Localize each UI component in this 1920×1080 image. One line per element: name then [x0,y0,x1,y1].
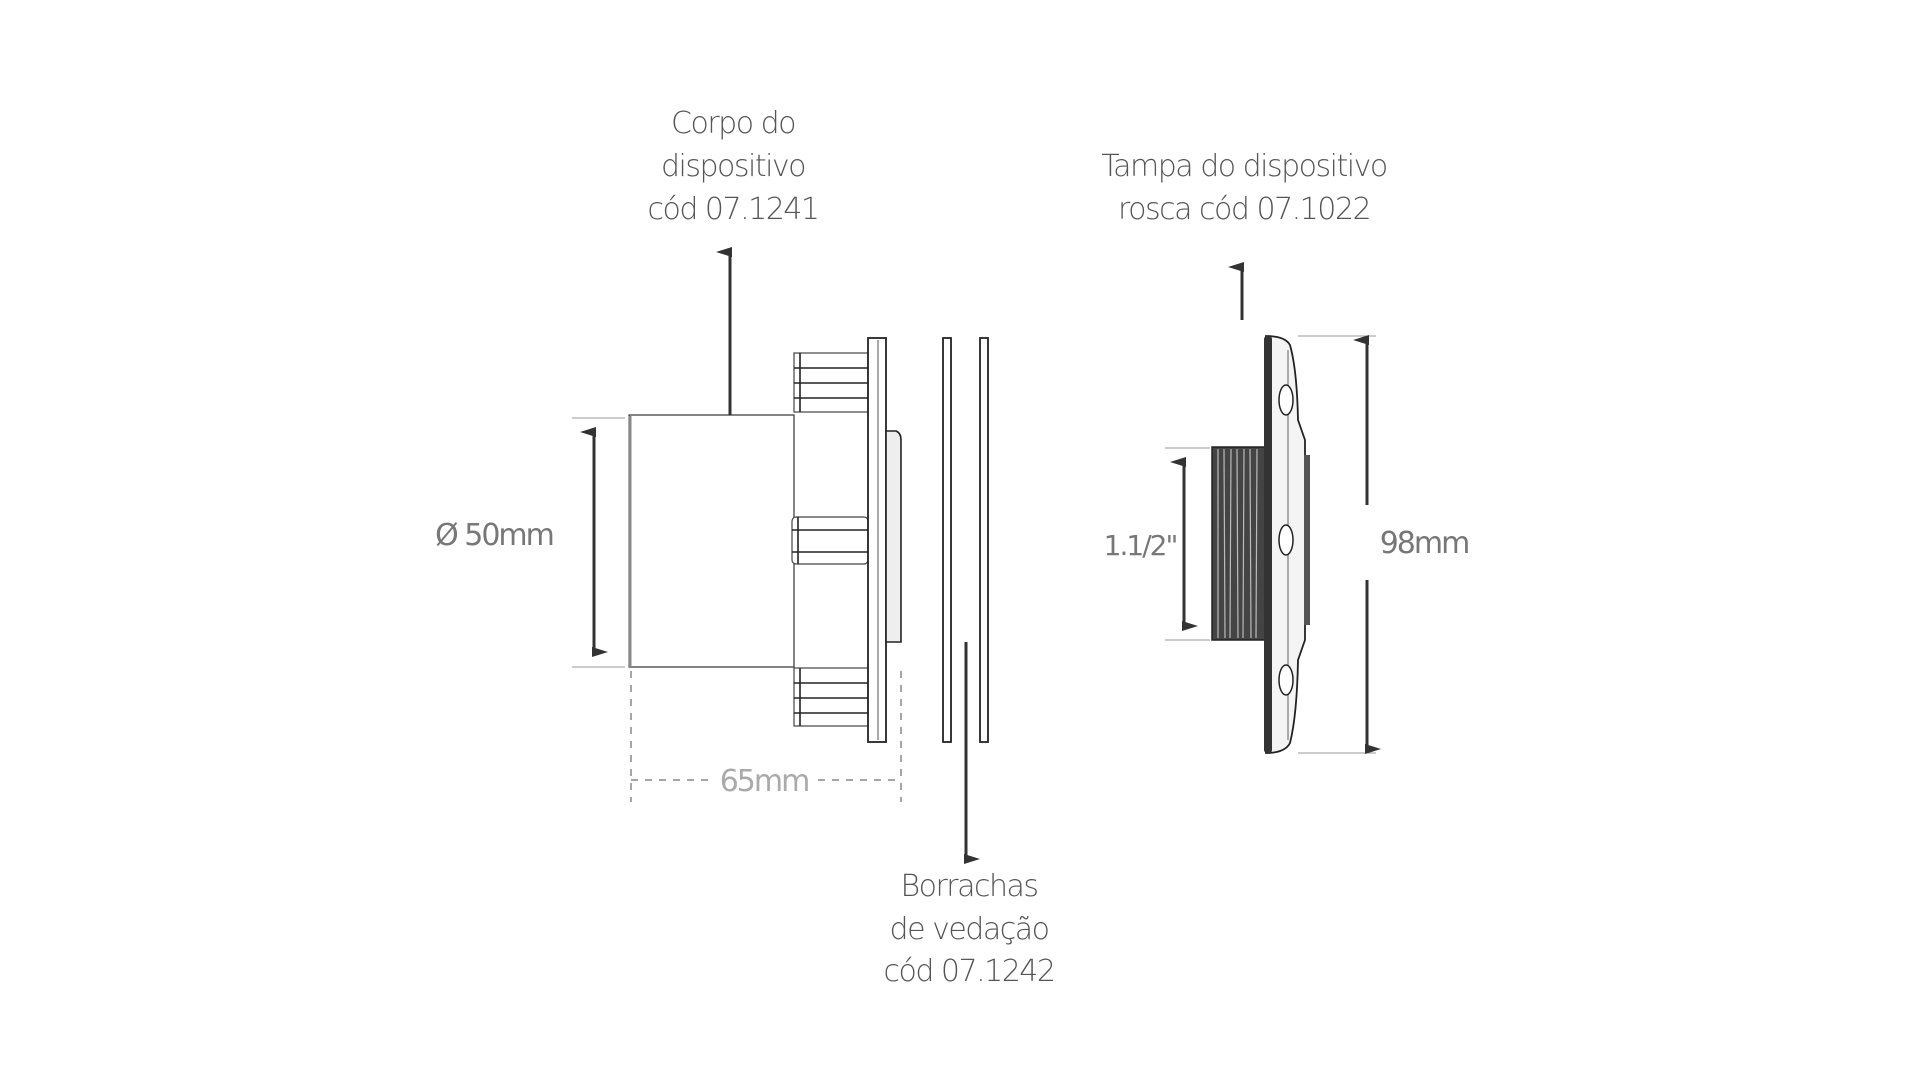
threaded-stem [1211,446,1267,641]
body-flange [867,337,887,743]
gaskets-label-line-2: de vedação [890,912,1049,947]
top-nut [793,352,869,413]
bottom-nut [793,667,869,727]
body-label-line-3: cód 07.1241 [648,192,819,227]
cap-hole-bottom [1278,664,1294,696]
gaskets-label: Borrachas de vedação cód 07.1242 [884,869,1057,989]
cap-hole-middle [1278,524,1294,556]
cap-label: Tampa do dispositivo rosca cód 07.1022 [1101,149,1388,227]
body-label-line-1: Corpo do [671,106,795,141]
cap-hole-top [1278,384,1294,416]
thread-size-label: 1.1/2" [1104,529,1177,562]
cap-diameter-label: 98mm [1380,526,1469,561]
middle-nut [791,516,869,565]
gaskets-label-line-1: Borrachas [900,869,1037,904]
body-front-plate [885,430,902,643]
gasket-2 [979,337,989,743]
gaskets-label-line-3: cód 07.1242 [884,954,1055,989]
device-body [628,337,902,743]
cap-label-line-2: rosca cód 07.1022 [1118,192,1370,227]
gasket-1 [942,337,952,743]
body-length-label: 65mm [720,764,809,799]
device-cap [1211,335,1310,754]
body-diameter-label: Ø 50mm [435,518,553,553]
length-dimension: 65mm [630,671,902,802]
body-label: Corpo do dispositivo cód 07.1241 [648,106,821,227]
body-label-line-2: dispositivo [661,149,805,184]
cap-label-line-1: Tampa do dispositivo [1101,149,1386,184]
